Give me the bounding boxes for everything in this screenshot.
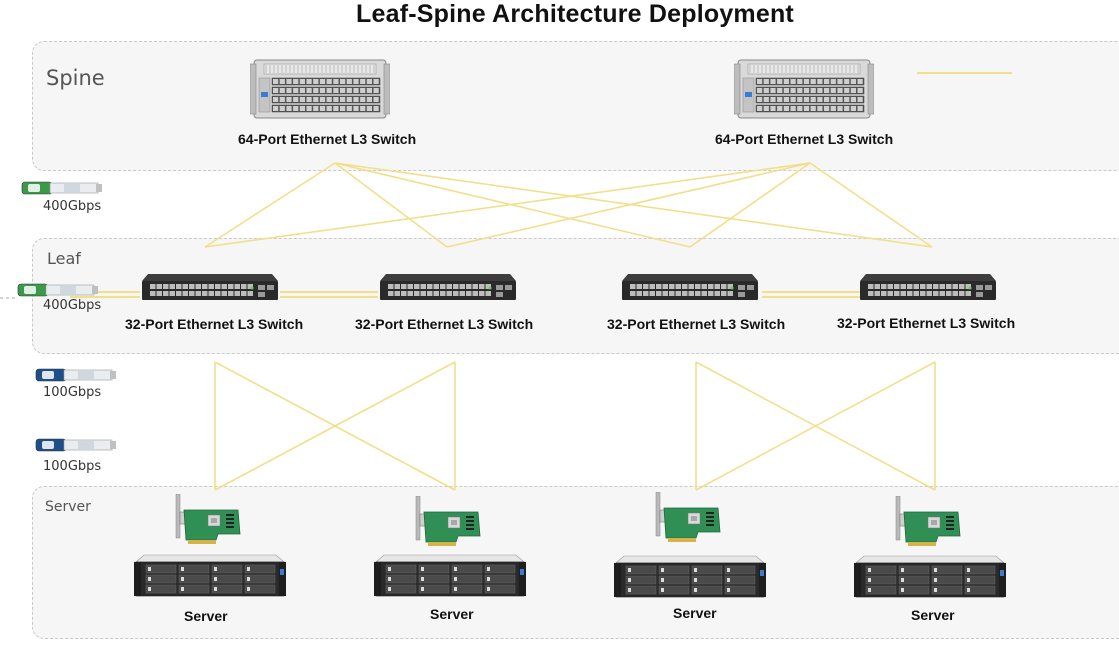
leaf-switch-label-4: 32-Port Ethernet L3 Switch <box>837 315 1016 331</box>
spine-zone <box>32 41 1119 171</box>
transceiver-speed-4: 100Gbps <box>43 459 102 474</box>
server-zone-label: Server <box>45 499 91 515</box>
server-label-3: Server <box>673 605 717 621</box>
spine-switch-2 <box>733 59 875 119</box>
server-chassis-3 <box>614 555 766 598</box>
nic-card-2 <box>415 495 481 546</box>
leaf-switch-2 <box>380 274 516 300</box>
spine-switch-label-1: 64-Port Ethernet L3 Switch <box>238 131 417 147</box>
server-label-2: Server <box>430 606 474 622</box>
diagram-title: Leaf-Spine Architecture Deployment <box>356 0 794 28</box>
spine-zone-label: Spine <box>46 66 105 90</box>
leaf-switch-3 <box>622 274 758 300</box>
nic-card-3 <box>655 491 721 542</box>
leaf-switch-1 <box>142 274 278 300</box>
spine-switch-1 <box>249 59 391 119</box>
leaf-switch-label-3: 32-Port Ethernet L3 Switch <box>607 316 786 332</box>
transceiver-icon-4 <box>35 438 116 452</box>
transceiver-icon-1 <box>21 181 102 195</box>
leaf-switch-4 <box>860 274 996 300</box>
transceiver-speed-1: 400Gbps <box>43 199 102 214</box>
transceiver-icon-2 <box>17 283 98 297</box>
leaf-switch-label-2: 32-Port Ethernet L3 Switch <box>355 316 534 332</box>
leaf-switch-label-1: 32-Port Ethernet L3 Switch <box>125 316 304 332</box>
transceiver-speed-2: 400Gbps <box>43 298 102 313</box>
transceiver-icon-3 <box>35 368 116 382</box>
leaf-zone-label: Leaf <box>47 249 81 268</box>
server-chassis-4 <box>854 555 1006 598</box>
server-chassis-1 <box>134 554 286 597</box>
transceiver-speed-3: 100Gbps <box>43 385 102 400</box>
nic-card-1 <box>175 493 241 544</box>
server-label-1: Server <box>184 608 228 624</box>
server-chassis-2 <box>374 554 526 597</box>
nic-card-4 <box>895 495 961 546</box>
spine-switch-label-2: 64-Port Ethernet L3 Switch <box>715 131 894 147</box>
server-label-4: Server <box>911 607 955 623</box>
